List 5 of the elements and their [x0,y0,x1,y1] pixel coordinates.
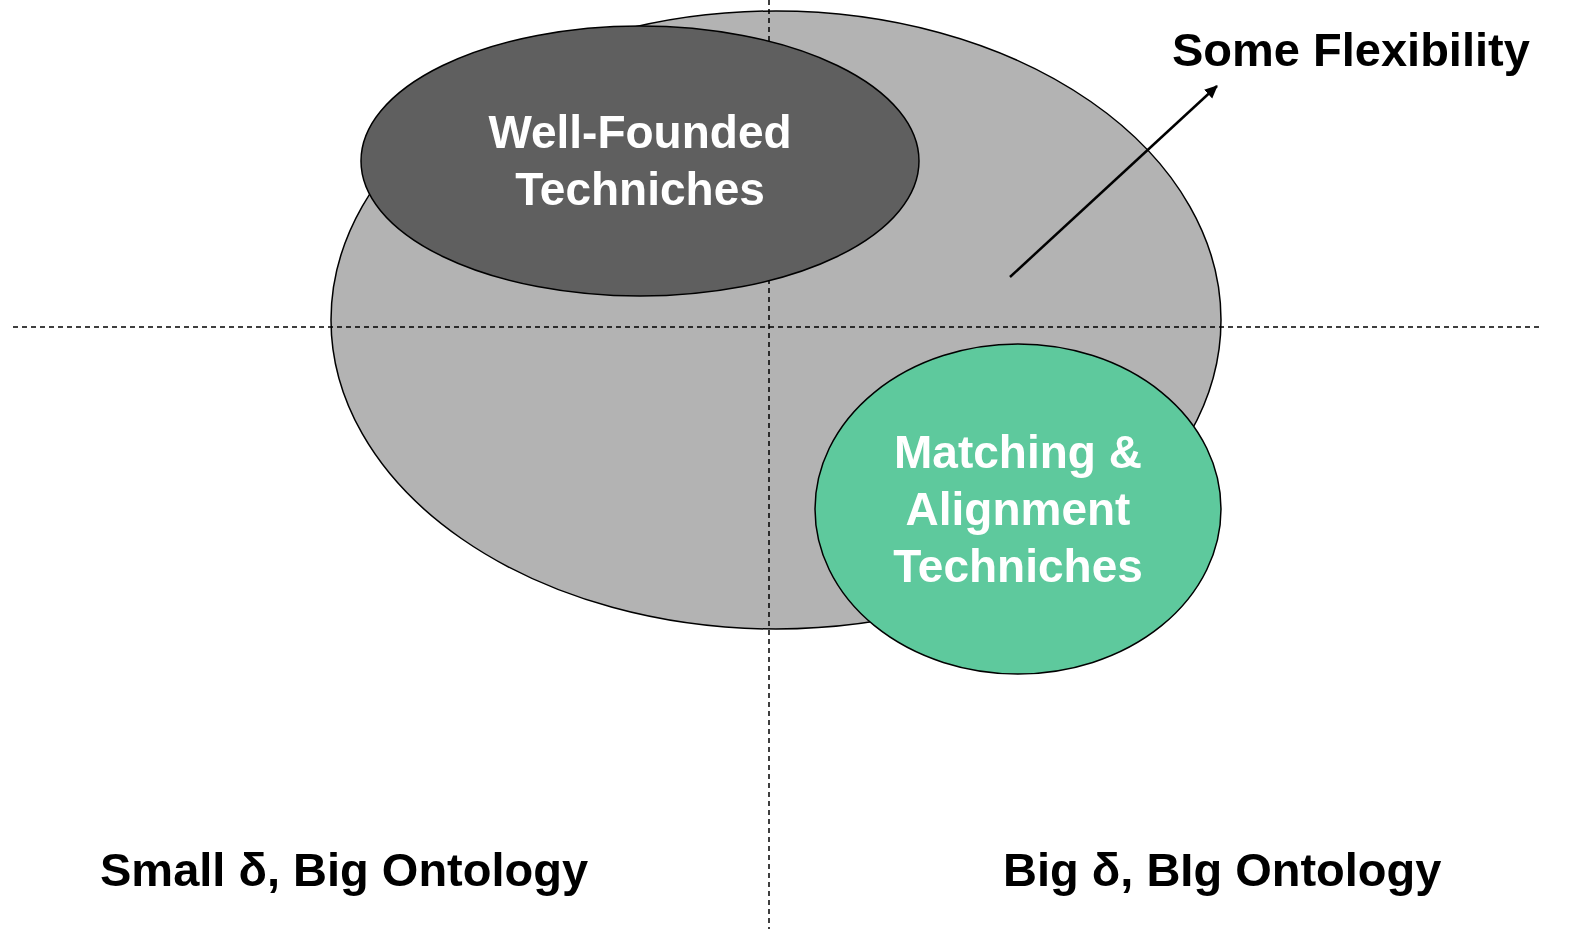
ellipse-label: Matching & Alignment Techniches [892,424,1144,594]
quadrant-label: Big δ, BIg Ontology [1003,842,1442,897]
arrow-caption: Some Flexibility [1172,22,1530,77]
ellipse-label: Well-Founded Techniches [487,105,793,217]
quadrant-label: Small δ, Big Ontology [100,842,589,897]
